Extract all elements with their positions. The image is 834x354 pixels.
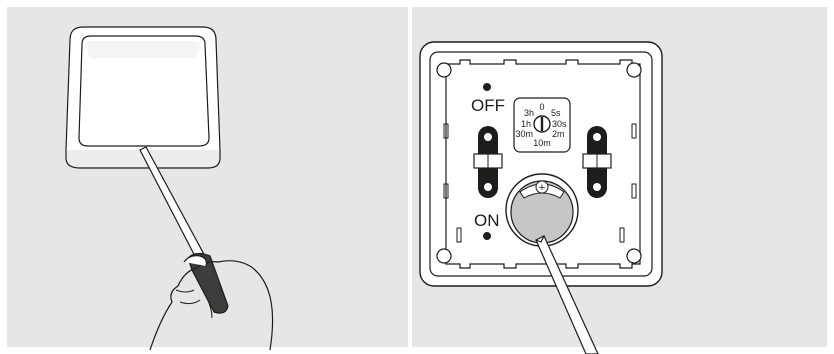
slider-right-hole-bottom	[593, 183, 601, 191]
right-panel: OFF ON 0 5s 30s 2m 10m	[412, 7, 827, 354]
clip-left-bottom	[443, 183, 449, 199]
slider-left-hole-bottom	[484, 183, 492, 191]
corner-hole-top-right	[626, 62, 642, 78]
slider-right[interactable]	[582, 126, 612, 198]
slider-left[interactable]	[473, 126, 503, 198]
battery-plus-symbol: +	[539, 182, 545, 194]
clip-right-lower	[619, 227, 625, 243]
corner-hole-top-left	[436, 62, 452, 78]
left-panel	[7, 7, 408, 351]
corner-hole-bottom-left	[436, 248, 452, 264]
hand-illustration	[149, 255, 274, 351]
clip-left-lower	[456, 227, 462, 243]
off-indicator-dot	[483, 83, 491, 91]
slider-right-hole-top	[593, 133, 601, 141]
screwdriver-left-handle	[187, 252, 229, 314]
switch-rocker-face	[78, 35, 210, 147]
screwdriver-right-shaft	[535, 235, 599, 354]
timer-option-3h: 3h	[524, 108, 534, 118]
timer-option-30s: 30s	[552, 119, 567, 129]
screwdriver-right-tip	[535, 235, 545, 243]
corner-hole-bottom-right	[626, 248, 642, 264]
timer-option-10m: 10m	[533, 138, 551, 148]
clip-left-top	[443, 123, 449, 139]
thumb-outline	[183, 255, 207, 267]
battery-compartment[interactable]: +	[505, 173, 579, 247]
mounting-plate	[436, 59, 642, 269]
timer-option-5s: 5s	[551, 108, 561, 118]
off-label: OFF	[471, 96, 505, 115]
timer-option-30m: 30m	[515, 129, 533, 139]
on-indicator-dot	[483, 232, 491, 240]
screwdriver-right	[535, 235, 599, 354]
plus-symbol-circle	[535, 180, 549, 194]
finger-lines	[175, 289, 213, 319]
switch-highlight	[86, 41, 200, 58]
on-label: ON	[474, 211, 500, 230]
timer-option-2m: 2m	[552, 129, 565, 139]
rocker-switch	[65, 26, 221, 169]
slider-left-hole-top	[484, 133, 492, 141]
clip-right-bottom	[631, 183, 637, 199]
timer-dial[interactable]: 0 5s 30s 2m 10m 30m 1h 3h	[513, 97, 571, 153]
plate-outline	[445, 59, 641, 269]
screwdriver-left	[139, 146, 229, 314]
timer-option-0: 0	[539, 102, 544, 112]
timer-option-1h: 1h	[521, 119, 531, 129]
clip-right-top	[631, 123, 637, 139]
switch-frame-edge	[65, 150, 221, 169]
